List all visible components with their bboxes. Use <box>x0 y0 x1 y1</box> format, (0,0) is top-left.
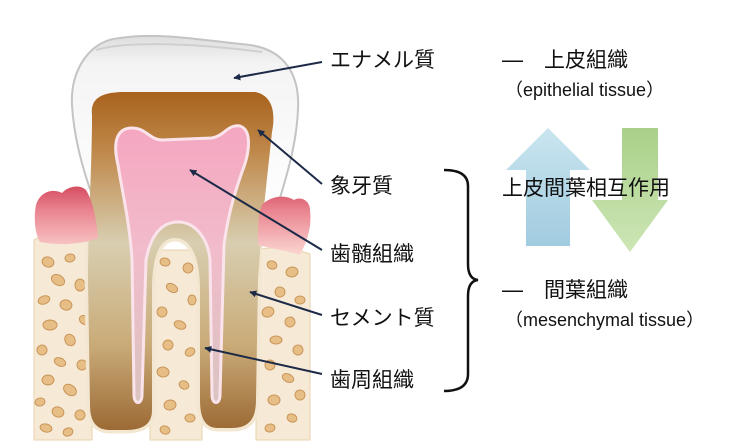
bone-pore <box>37 295 51 305</box>
bone-pore <box>162 339 174 351</box>
bone-pore <box>285 266 299 278</box>
grouping-bracket <box>443 168 479 393</box>
bone-pore <box>62 427 74 437</box>
pulp-pointer-arrow <box>189 169 323 251</box>
bone-pore <box>173 320 187 330</box>
alveolar-bone <box>33 235 311 441</box>
bone-pore <box>159 257 171 267</box>
bone-pore <box>264 423 276 433</box>
bone-pore <box>41 374 55 386</box>
bone-pore <box>187 294 197 306</box>
bone-pore <box>51 406 65 418</box>
bone-pore <box>64 333 76 347</box>
bone-pore <box>74 409 86 421</box>
dentin-pointer-arrow <box>257 129 323 185</box>
arrow-down-icon <box>592 128 668 252</box>
bone-pore <box>74 278 86 292</box>
enamel-pointer-arrow <box>233 61 323 81</box>
gum-right <box>258 196 311 255</box>
bone-pore <box>182 262 194 274</box>
bone-pore <box>36 344 48 356</box>
mesenchymal-tissue-title: ― 間葉組織 <box>502 278 628 302</box>
label-cementum: セメント質 <box>330 306 435 330</box>
bone-pore <box>284 316 296 328</box>
gum-left <box>34 186 98 245</box>
label-pulp: 歯髄組織 <box>330 242 414 266</box>
bone-pore <box>64 253 76 263</box>
label-periodontium: 歯周組織 <box>330 368 414 392</box>
arrow-up-icon <box>506 128 590 246</box>
epithelial-tissue-english: （epithelial tissue） <box>505 80 664 100</box>
bone-pore <box>184 413 196 423</box>
bone-pore <box>267 394 281 406</box>
mesenchymal-tissue-english: （mesenchymal tissue） <box>505 310 704 330</box>
bone-pore <box>274 286 286 298</box>
bone-pore <box>163 399 177 411</box>
periodontium-pointer-arrow <box>204 345 323 375</box>
bone-pore <box>261 306 275 318</box>
bone-pore <box>294 295 306 305</box>
bone-pore <box>39 423 53 433</box>
bone-pore <box>292 344 304 356</box>
epithelial-tissue-title: ― 上皮組織 <box>502 48 628 72</box>
bone-pore <box>41 256 55 268</box>
bone-pore <box>50 273 66 287</box>
label-enamel: エナメル質 <box>330 48 435 72</box>
bone-pore <box>34 397 46 407</box>
bone-pore <box>53 357 67 367</box>
label-dentin: 象牙質 <box>330 174 393 198</box>
tooth <box>70 34 300 434</box>
bone-pore <box>63 383 77 397</box>
cementum-pointer-arrow <box>249 290 323 316</box>
bone-pore <box>59 299 73 311</box>
bone-pore <box>266 260 278 270</box>
bone-pore <box>281 373 295 383</box>
bone-pore <box>156 306 168 318</box>
bone-pore <box>286 413 298 423</box>
enamel-rim <box>95 43 263 53</box>
bone-pore <box>42 319 58 331</box>
bone-pore <box>165 282 179 294</box>
bone-pore <box>159 425 171 435</box>
bone-pore <box>184 347 196 357</box>
tooth-pulp <box>114 124 250 404</box>
bone-pore <box>156 366 170 378</box>
bone-pore <box>178 380 190 390</box>
interaction-label: 上皮間葉相互作用 <box>502 176 670 200</box>
bone-pore <box>269 335 283 345</box>
bone-pore <box>294 389 306 401</box>
